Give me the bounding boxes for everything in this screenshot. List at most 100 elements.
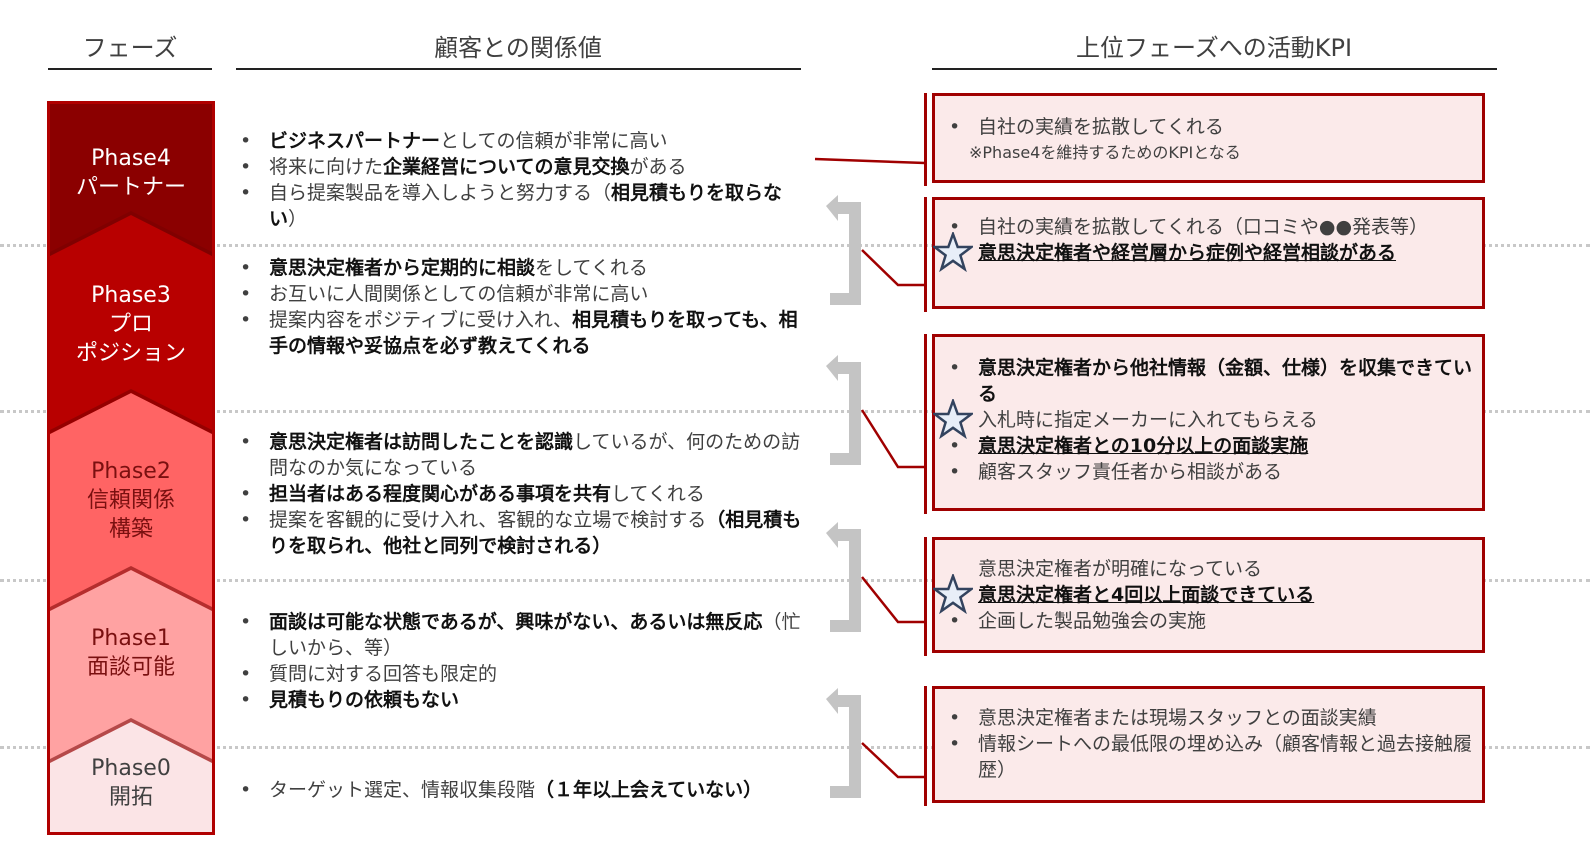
kpi-item: •意思決定権者との10分以上の面談実施 [949,433,1472,459]
connector-line [861,742,925,779]
bullet: • [240,257,252,279]
header-phase: フェーズ [82,34,178,62]
relation-item: • 担当者はある程度関心がある事項を共有してくれる [240,481,815,507]
relation-text: （相見積もりを取られ、他社と同列で検討される） [269,509,802,557]
bullet: • [949,357,961,379]
kpi-bracket-line [924,197,927,312]
kpi-text: 自社の実績を拡散してくれる [978,116,1224,138]
relation-item: •ターゲット選定、情報収集段階（１年以上会えていない） [240,777,815,803]
bullet: • [240,779,252,801]
bullet: • [240,483,252,505]
bullet: • [240,509,252,531]
relation-text: お互いに人間関係としての信頼が非常に高い [269,283,649,305]
bullet: • [240,182,252,204]
kpi-text: 意思決定権者と4回以上面談できている [978,584,1315,606]
kpi-item: 意思決定権者と4回以上面談できている [933,574,1472,614]
kpi-text: 入札時に指定メーカーに入れてもらえる [978,409,1318,431]
relation-text: をしてくれる [535,257,648,279]
header-relation: 顧客との関係値 [434,34,602,62]
kpi-item: • 自社の実績を拡散してくれる（口コミや●●発表等） [949,214,1472,240]
connector-line [861,576,925,624]
phase-label: Phase2 信頼関係構築 [48,457,214,544]
bullet: • [949,733,961,755]
bullet: • [949,216,961,238]
kpi-box: •自社の実績を拡散してくれる ※Phase4を維持するためのKPIとなる [932,93,1485,183]
bullet: • [240,431,252,453]
relation-item: •提案内容をポジティブに受け入れ、相見積もりを取っても、相手の情報や妥協点を必ず… [240,307,815,359]
relation-item: •将来に向けた企業経営についての意見交換がある [240,154,815,180]
phase-name: Phase1 [91,626,171,651]
kpi-item: 入札時に指定メーカーに入れてもらえる [933,399,1472,439]
star-icon [933,399,973,439]
relation-block: •ターゲット選定、情報収集段階（１年以上会えていない） [240,777,815,803]
relation-block: •面談は可能な状態であるが、興味がない、あるいは無反応（忙しいから、等）•質問に… [240,609,815,713]
phase-name: Phase2 [91,459,171,484]
phase-divider [0,746,1590,749]
relation-block: •ビジネスパートナーとしての信頼が非常に高い•将来に向けた企業経営についての意見… [240,128,815,232]
kpi-box: •意思決定権者または現場スタッフとの面談実績• 情報シートへの最低限の埋め込み（顧… [932,686,1485,803]
kpi-text: 意思決定権者から他社情報（金額、仕様）を収集できている [978,357,1473,405]
bullet: • [240,689,252,711]
kpi-item: •意思決定権者または現場スタッフとの面談実績 [949,705,1472,731]
relation-item: •面談は可能な状態であるが、興味がない、あるいは無反応（忙しいから、等） [240,609,815,661]
relation-block: •意思決定権者は訪問したことを認識しているが、何のための訪問なのか気になっている… [240,429,815,559]
kpi-text: 意思決定権者が明確になっている [978,558,1263,580]
kpi-item: 意思決定権者や経営層から症例や経営相談がある [933,232,1472,272]
kpi-item: •自社の実績を拡散してくれる [949,114,1472,140]
up-arrow-icon [826,688,861,798]
star-icon [933,232,973,272]
connector-line [860,409,925,469]
bullet: • [949,461,961,483]
relation-text: がある [629,156,687,178]
kpi-text: 意思決定権者との10分以上の面談実施 [978,435,1309,457]
up-arrow-icon [826,355,861,465]
phase-subtitle: 信頼関係 [86,488,175,513]
relation-text: 質問に対する回答も限定的 [269,663,498,685]
header-underline [236,68,801,70]
relation-text: 見積もりの依頼もない [269,689,460,711]
phase-subtitle: ポジション [75,341,186,366]
bullet: • [949,610,961,632]
relation-text: 自ら提案製品を導入しようと努力する（ [269,182,612,204]
phase-subtitle: 開拓 [108,785,153,810]
phase-subtitle: 構築 [108,517,153,542]
kpi-bracket-line [924,686,927,806]
phase-name: Phase3 [91,283,171,308]
kpi-bracket-line [924,334,927,514]
kpi-text: ※Phase4を維持するためのKPIとなる [969,143,1241,162]
kpi-text: 顧客スタッフ責任者から相談がある [978,461,1283,483]
bullet: • [949,707,961,729]
bullet: • [240,130,252,152]
up-arrow-icon [826,195,861,305]
bullet: • [240,611,252,633]
kpi-text: 情報シートへの最低限の埋め込み（顧客情報と過去接触履歴） [978,733,1473,781]
relation-text: 提案内容をポジティブに受け入れ、 [269,309,573,331]
relation-text: しているが、何のための訪問なのか気になっている [269,431,801,479]
kpi-box: • 自社の実績を拡散してくれる（口コミや●●発表等）意思決定権者や経営層から症例や… [932,197,1485,309]
connector-line [861,249,925,287]
kpi-box: • 意思決定権者から他社情報（金額、仕様）を収集できている入札時に指定メーカーに入… [932,334,1485,511]
kpi-item: • 顧客スタッフ責任者から相談がある [949,459,1472,485]
kpi-item: •企画した製品勉強会の実施 [949,608,1472,634]
kpi-item: ※Phase4を維持するためのKPIとなる [949,140,1472,166]
relation-item: • 見積もりの依頼もない [240,687,815,713]
relation-text: 担当者はある程度関心がある事項を共有 [269,483,612,505]
relation-text: ビジネスパートナー [269,130,441,152]
phase-name: Phase0 [91,756,171,781]
bullet: • [240,663,252,685]
relation-text: 相見積もりを取っても、相手の情報や妥協点を必ず教えてくれる [269,309,798,357]
relation-text: してくれる [611,483,705,505]
kpi-item: • 意思決定権者から他社情報（金額、仕様）を収集できている [949,355,1472,407]
kpi-text: 自社の実績を拡散してくれる（口コミや●●発表等） [978,216,1429,238]
relation-text: 提案を客観的に受け入れ、客観的な立場で検討する [269,509,707,531]
relation-text: （１年以上会えていない） [535,779,763,801]
kpi-item: • 情報シートへの最低限の埋め込み（顧客情報と過去接触履歴） [949,731,1472,783]
bullet: • [240,283,252,305]
relation-block: •意思決定権者から定期的に相談をしてくれる•お互いに人間関係としての信頼が非常に… [240,255,815,359]
kpi-bracket-line [924,537,927,656]
phase-divider [0,244,1590,247]
relation-text: ） [288,208,308,230]
